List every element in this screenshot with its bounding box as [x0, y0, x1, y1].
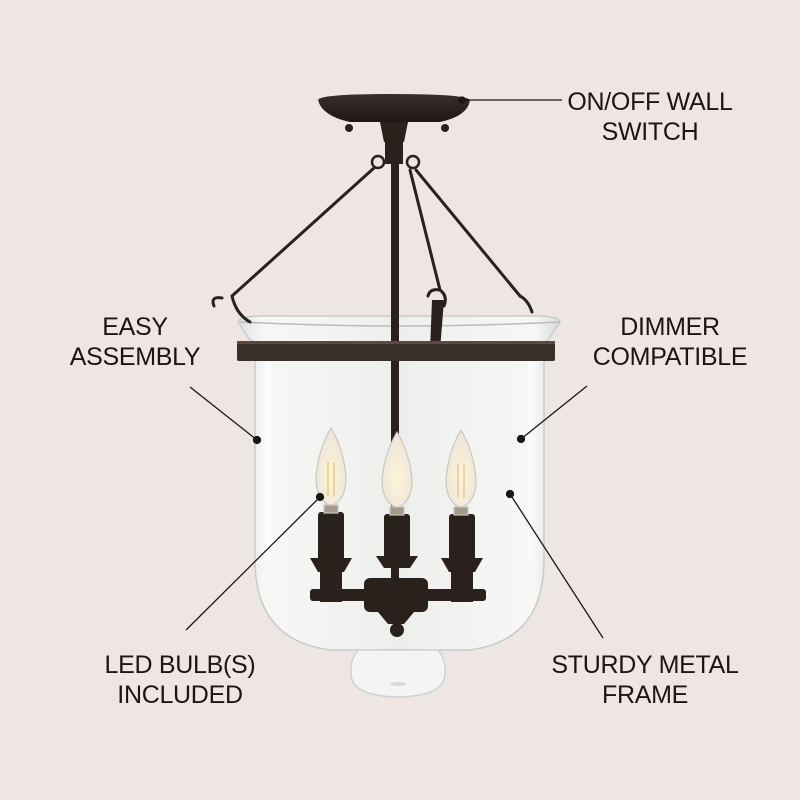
callout-line-2: COMPATIBLE	[592, 343, 748, 371]
hanging-arms	[211, 166, 534, 324]
callout-dimmer-compatible: DIMMER COMPATIBLE	[580, 312, 760, 372]
callout-led-bulbs-included: LED BULB(S) INCLUDED	[90, 650, 270, 710]
callout-line-2: INCLUDED	[117, 681, 243, 709]
callout-line-2: FRAME	[601, 681, 688, 709]
callout-line-1: LED BULB(S)	[104, 651, 256, 679]
callout-line-1: EASY	[102, 313, 168, 341]
led-bulbs	[315, 426, 477, 516]
callout-line-1: ON/OFF WALL	[567, 88, 733, 116]
callout-line-1: STURDY METAL	[551, 651, 739, 679]
metal-band	[237, 341, 555, 361]
candelabra-cluster	[310, 512, 486, 637]
callout-line-2: SWITCH	[601, 118, 699, 146]
callout-lines	[185, 96, 604, 639]
center-rod	[391, 164, 399, 604]
callout-sturdy-metal-frame: STURDY METAL FRAME	[545, 650, 745, 710]
ceiling-canopy	[318, 94, 470, 170]
callout-easy-assembly: EASY ASSEMBLY	[50, 312, 220, 372]
callout-line-1: DIMMER	[620, 313, 720, 341]
callout-on-off-wall-switch: ON/OFF WALL SWITCH	[565, 87, 735, 147]
callout-line-2: ASSEMBLY	[69, 343, 201, 371]
